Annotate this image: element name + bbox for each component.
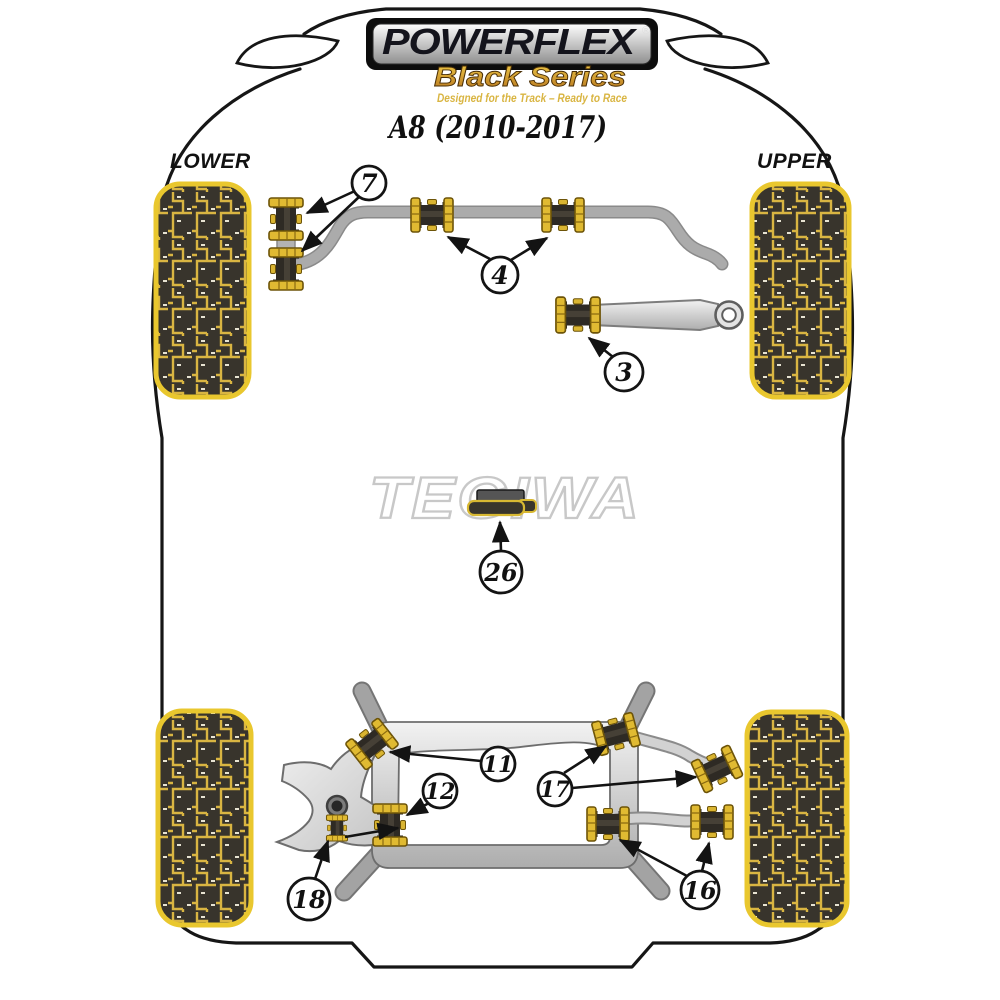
left-mirror-outline [234,34,340,69]
callout-16-number: 16 [683,876,717,905]
callout-16: 16 [679,869,721,911]
upper-label: UPPER [757,150,832,173]
callout-17-number: 17 [540,777,571,803]
tire-rear-right [744,709,850,928]
tire-front-left [153,181,252,400]
callout-7: 7 [350,164,388,202]
car-roof-line [302,7,723,36]
subframe-bush-front-lower [372,803,408,847]
subframe-bush-rear-lower [586,806,630,842]
callout-4-number: 4 [491,261,508,290]
rear-subframe [274,681,745,902]
front-anti-roll-bar [268,197,729,291]
front-control-arm [555,296,744,334]
callout-26-number: 26 [483,558,518,587]
callout-11: 11 [479,745,517,783]
tire-front-right [749,181,852,400]
callout-26: 26 [478,549,524,595]
callout-3: 3 [603,351,645,393]
drop-link-bush-upper [268,197,304,241]
control-arm-bush [555,296,601,334]
callout-arrows [300,188,713,880]
fork-bush [325,814,349,842]
callout-18: 18 [286,876,332,922]
registered-mark: ® [642,25,650,37]
arb-bush-left [410,197,454,233]
callout-4: 4 [480,255,520,295]
callout-3-number: 3 [615,358,632,387]
drop-link-bush-lower [268,247,304,291]
callout-18-number: 18 [292,885,326,914]
model-title: A8 (2010-2017) [387,110,607,146]
tire-rear-left [155,708,254,928]
arm-bush-outer-lower [690,804,734,840]
lower-label: LOWER [170,150,251,173]
subframe-legs [334,681,671,902]
callout-12-number: 12 [425,779,456,805]
powerflex-brand-text: POWERFLEX [382,21,637,62]
powerflex-logo: POWERFLEX ® Black Series Designed for th… [366,18,658,105]
centre-mount [466,489,537,517]
callout-11-number: 11 [483,752,514,778]
callout-12: 12 [421,772,459,810]
callout-17: 17 [536,770,574,808]
tagline-text: Designed for the Track – Ready to Race [437,93,628,105]
arb-bush-right [541,197,585,233]
callout-7-number: 7 [360,169,378,198]
black-series-text: Black Series [434,61,626,92]
right-mirror-outline [665,34,771,69]
arm-bush-outer-upper [689,743,745,795]
